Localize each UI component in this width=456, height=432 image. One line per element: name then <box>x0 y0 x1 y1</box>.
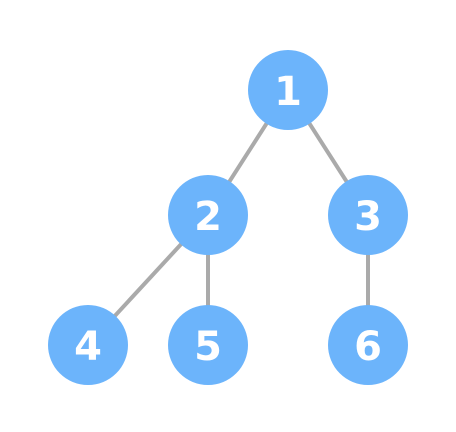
node-4-label: 4 <box>74 324 102 370</box>
node-2-circle <box>168 175 248 255</box>
node-6-circle <box>328 305 408 385</box>
node-5-circle <box>168 305 248 385</box>
node-4: 4 <box>48 305 128 385</box>
node-2: 2 <box>168 175 248 255</box>
node-3: 3 <box>328 175 408 255</box>
node-1-circle <box>248 50 328 130</box>
node-1: 1 <box>248 50 328 130</box>
node-2-label: 2 <box>194 194 222 240</box>
node-6-label: 6 <box>354 324 382 370</box>
node-5-label: 5 <box>194 324 222 370</box>
nodes-layer: 1 2 3 4 5 6 <box>48 50 408 385</box>
node-3-circle <box>328 175 408 255</box>
node-1-label: 1 <box>274 69 302 115</box>
node-3-label: 3 <box>354 194 382 240</box>
node-4-circle <box>48 305 128 385</box>
node-5: 5 <box>168 305 248 385</box>
node-6: 6 <box>328 305 408 385</box>
